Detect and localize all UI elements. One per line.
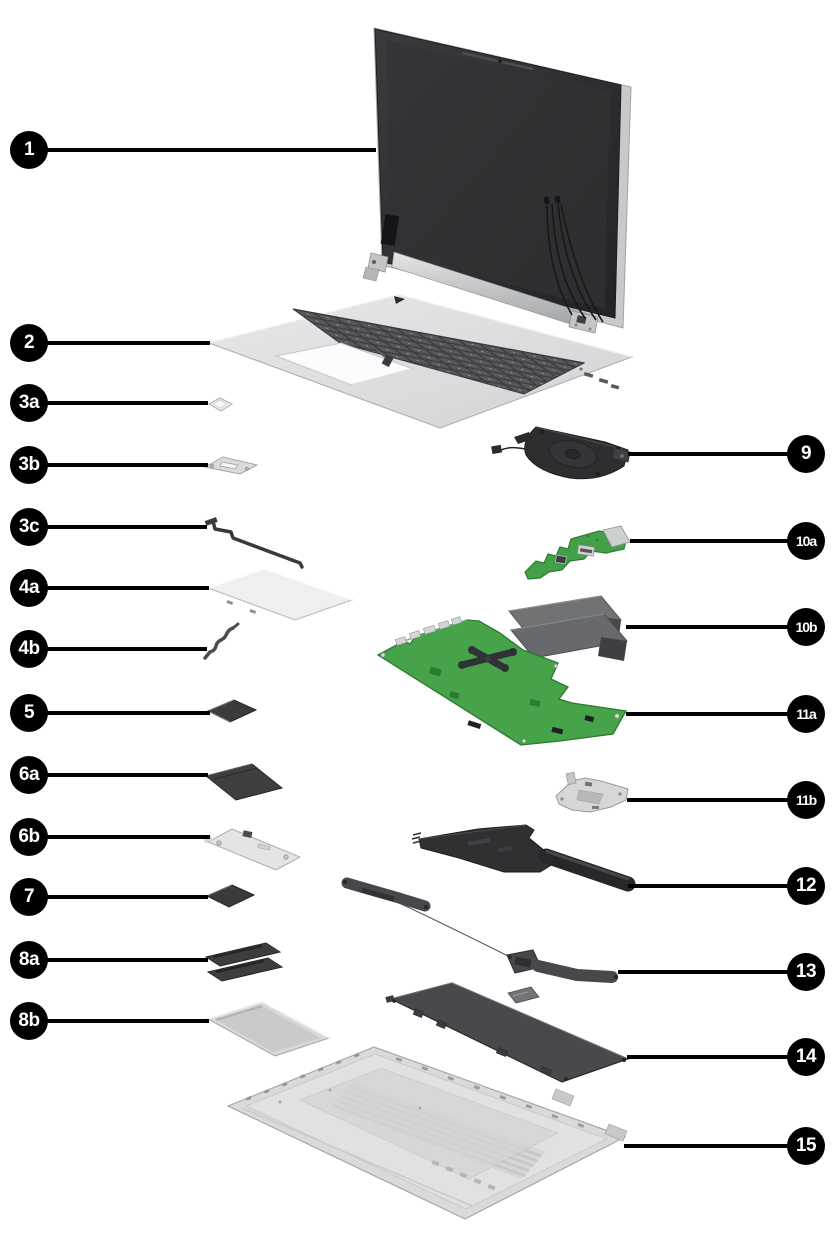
callout-4a: 4a <box>10 569 48 607</box>
callout-line-6b <box>29 835 210 839</box>
heatsink-illustration <box>411 824 636 892</box>
speakers-illustration <box>341 877 619 983</box>
usb-board-illustration <box>524 525 631 580</box>
callout-line-3c <box>29 525 207 529</box>
callout-3a: 3a <box>10 384 48 422</box>
callout-6b: 6b <box>10 818 48 856</box>
cables-illustration <box>508 595 628 661</box>
part-5-module-illustration <box>206 699 258 723</box>
touchpad-illustration <box>206 568 354 621</box>
part-7-module-illustration <box>205 884 256 908</box>
callout-15: 15 <box>787 1127 825 1165</box>
callout-10b: 10b <box>787 608 825 646</box>
callout-line-3b <box>29 463 208 467</box>
callout-3c: 3c <box>10 508 48 546</box>
callout-line-11b <box>627 798 806 802</box>
fan-illustration <box>491 426 631 480</box>
callout-4b: 4b <box>10 630 48 668</box>
callout-8a: 8a <box>10 941 48 979</box>
callout-3b: 3b <box>10 446 48 484</box>
callout-7: 7 <box>10 878 48 916</box>
battery-illustration <box>385 982 630 1083</box>
top-cover-keyboard-illustration <box>207 294 634 429</box>
system-board-illustration <box>376 616 628 746</box>
callout-line-11a <box>626 712 806 716</box>
callout-line-7 <box>29 895 208 899</box>
callout-2: 2 <box>10 324 48 362</box>
part-8b-tray-illustration <box>206 1001 331 1057</box>
callout-1: 1 <box>10 131 48 169</box>
fingerprint-reader-cable-illustration <box>204 517 304 569</box>
callout-line-12 <box>628 884 806 888</box>
part-6b-plate-illustration <box>203 828 302 871</box>
callout-line-5 <box>29 711 210 715</box>
callout-line-4b <box>29 647 207 651</box>
callout-line-2 <box>29 341 210 345</box>
part-8a-brackets-illustration <box>204 942 284 982</box>
callout-9: 9 <box>787 435 825 473</box>
callout-line-8b <box>29 1019 209 1023</box>
callout-line-10b <box>626 625 806 629</box>
callout-14: 14 <box>787 1038 825 1076</box>
callout-line-14 <box>627 1055 806 1059</box>
callout-8b: 8b <box>10 1002 48 1040</box>
part-6a-module-illustration <box>204 763 284 801</box>
bottom-cover-illustration <box>226 1046 628 1220</box>
callout-11b: 11b <box>787 781 825 819</box>
callout-11a: 11a <box>787 695 825 733</box>
callout-line-8a <box>29 958 208 962</box>
callout-line-6a <box>29 773 208 777</box>
callout-line-1 <box>29 148 376 152</box>
callout-6a: 6a <box>10 756 48 794</box>
callout-line-4a <box>29 586 209 590</box>
callout-5: 5 <box>10 694 48 732</box>
callout-13: 13 <box>787 953 825 991</box>
callout-12: 12 <box>787 867 825 905</box>
callout-line-10a <box>630 539 806 543</box>
display-assembly-illustration <box>362 27 632 334</box>
callout-line-13 <box>618 970 806 974</box>
fingerprint-reader-illustration <box>207 397 234 412</box>
fingerprint-reader-bracket-illustration <box>203 456 259 475</box>
board-bracket-illustration <box>555 771 629 813</box>
callout-line-3a <box>29 401 208 405</box>
callout-10a: 10a <box>787 522 825 560</box>
callout-line-15 <box>624 1144 806 1148</box>
callout-line-9 <box>628 452 806 456</box>
touchpad-cable-illustration <box>203 622 240 660</box>
